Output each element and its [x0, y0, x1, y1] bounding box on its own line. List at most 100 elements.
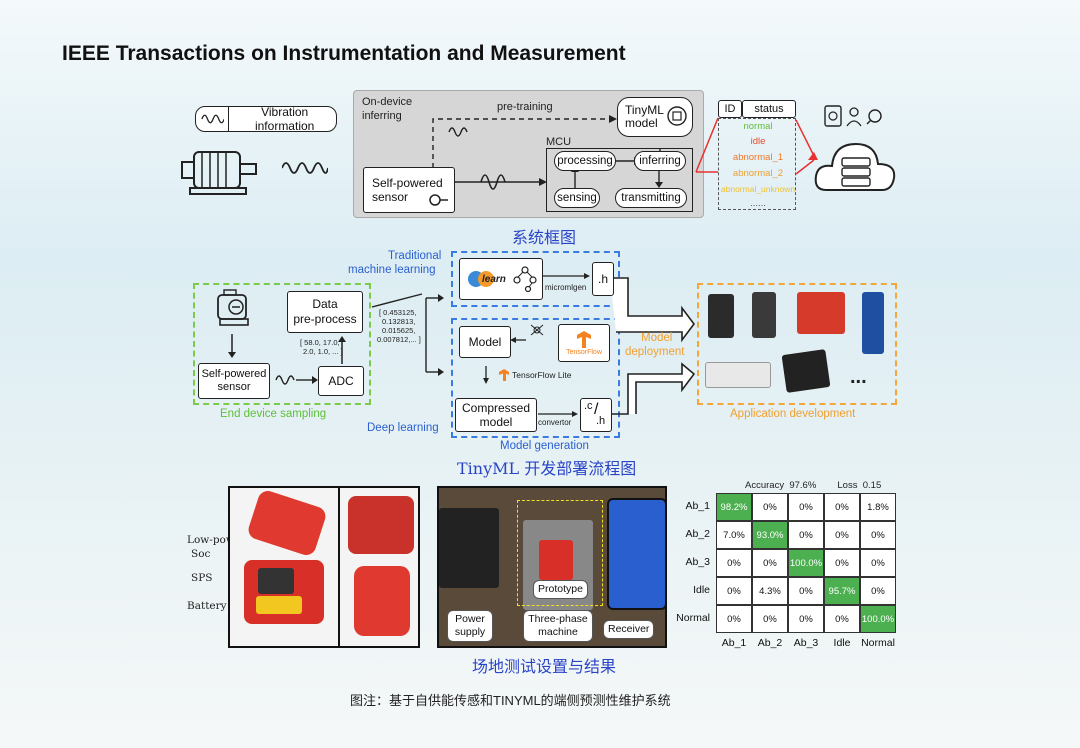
matrix-cell: 0% — [716, 549, 752, 577]
tinyml-model-box: TinyML model — [617, 97, 693, 137]
status-item-3: abnormal_2 — [732, 168, 784, 179]
matrix-cell: 0% — [788, 493, 824, 521]
vibration-info-box: Vibration information — [195, 105, 337, 133]
inferring-box: inferring — [634, 151, 686, 171]
model-generation-label: Model generation — [500, 440, 589, 452]
soc-image — [258, 568, 294, 594]
status-item-5: ...... — [750, 198, 766, 209]
page-title: IEEE Transactions on Instrumentation and… — [62, 42, 626, 65]
h-file-box: .h — [592, 262, 614, 296]
matrix-row-label: Idle — [693, 584, 710, 596]
end-device-label: End device sampling — [220, 408, 327, 420]
matrix-cell: 0% — [860, 577, 896, 605]
matrix-cell: 0% — [752, 549, 788, 577]
device-closed-image — [354, 566, 410, 636]
pre-training-label: pre-training — [497, 101, 553, 113]
on-device-label-1: On-device — [362, 96, 413, 108]
matrix-col-label: Idle — [833, 637, 851, 649]
sklearn-box: learn — [459, 258, 543, 300]
prototype-image — [539, 540, 573, 580]
matrix-cell: 0% — [752, 493, 788, 521]
on-device-label-2: inferring — [362, 110, 402, 122]
self-powered-sensor-box-2: Self-powered sensor — [198, 363, 270, 399]
tflite-label: TensorFlow Lite — [512, 370, 572, 380]
vector-1: [ 0.453125, — [379, 308, 417, 317]
matrix-cell: 0% — [860, 521, 896, 549]
chart-title: Accuracy 97.6% Loss 0.15 — [745, 480, 882, 491]
vibration-info-label: Vibration information — [254, 105, 315, 133]
matrix-col-label: Ab_3 — [793, 637, 819, 649]
tflite-logo-icon — [499, 369, 509, 381]
power-supply-image — [439, 508, 499, 588]
red-link-arrows — [695, 117, 818, 175]
convertor-label: convertor — [538, 418, 572, 427]
matrix-cell: 1.8% — [860, 493, 896, 521]
receiver-tag: Receiver — [603, 620, 655, 639]
matrix-cell: 0% — [716, 605, 752, 633]
matrix-cell: 100.0% — [860, 605, 896, 633]
device-top-image — [348, 496, 414, 554]
low-power-label-2: Soc — [191, 548, 211, 560]
matrix-row-label: Ab_2 — [685, 528, 710, 540]
prototype-tag: Prototype — [533, 580, 588, 599]
sensor-icon — [429, 194, 448, 206]
vector-2: 0.132813, — [382, 317, 416, 326]
status-item-4: abnormal_unknown — [720, 184, 796, 194]
deploy-arrows — [228, 273, 696, 417]
vector-3: 0.015625, — [382, 326, 416, 335]
field-caption: 场地测试设置与结果 — [472, 657, 617, 676]
transmitting-box: transmitting — [615, 188, 687, 208]
matrix-col-label: Ab_2 — [757, 637, 783, 649]
raw-values-2: 2.0, 1.0, ... ] — [303, 347, 343, 356]
wave-icon — [282, 162, 328, 174]
data-preprocess-box: Data pre-process — [287, 291, 363, 333]
raw-values-1: [ 58.0, 17.0, — [300, 338, 340, 347]
matrix-cell: 0% — [824, 549, 860, 577]
traditional-label-2: machine learning — [348, 264, 436, 276]
board-image — [752, 292, 776, 338]
phone-image — [607, 498, 665, 610]
board-image — [797, 292, 845, 334]
ch-file-box: .c / .h — [580, 398, 612, 432]
table-id-header: ID — [718, 100, 742, 118]
board-image — [705, 362, 771, 388]
mcu-label: MCU — [546, 136, 572, 148]
tree-icon — [513, 266, 537, 292]
board-image — [781, 349, 831, 393]
processing-box: processing — [554, 151, 616, 171]
model-deployment-label-2: deployment — [625, 346, 685, 358]
board-image — [862, 292, 884, 354]
matrix-cell: 0% — [824, 521, 860, 549]
matrix-row-label: Normal — [676, 612, 710, 624]
matrix-cell: 0% — [716, 577, 752, 605]
end-device-box — [193, 283, 371, 405]
matrix-cell: 4.3% — [752, 577, 788, 605]
battery-image — [256, 596, 302, 614]
matrix-cell: 0% — [788, 605, 824, 633]
matrix-col-label: Ab_1 — [721, 637, 747, 649]
device-photo — [228, 486, 420, 648]
app-dev-box — [697, 283, 897, 405]
matrix-cell: 0% — [860, 549, 896, 577]
tensorflow-label: TensorFlow — [566, 348, 602, 356]
deploy-caption: TinyML 开发部署流程图 — [457, 459, 637, 478]
vector-4: 0.007812,... ] — [377, 335, 421, 344]
prototype-highlight — [517, 500, 603, 606]
framework-caption: 系统框图 — [512, 228, 577, 247]
sensing-box: sensing — [554, 188, 600, 208]
mcu-box — [546, 148, 693, 212]
app-dev-label: Application development — [730, 408, 856, 420]
matrix-cell: 100.0% — [788, 549, 824, 577]
deep-learning-label: Deep learning — [367, 422, 439, 434]
compressed-model-box: Compressed model — [455, 398, 537, 432]
matrix-cell: 0% — [824, 493, 860, 521]
status-item-1: idle — [750, 136, 766, 147]
battery-label: Battery — [187, 600, 227, 612]
device-enclosure-image — [245, 488, 329, 558]
matrix-cell: 0% — [752, 605, 788, 633]
motor-icon — [217, 289, 249, 326]
status-item-0: normal — [743, 121, 773, 132]
